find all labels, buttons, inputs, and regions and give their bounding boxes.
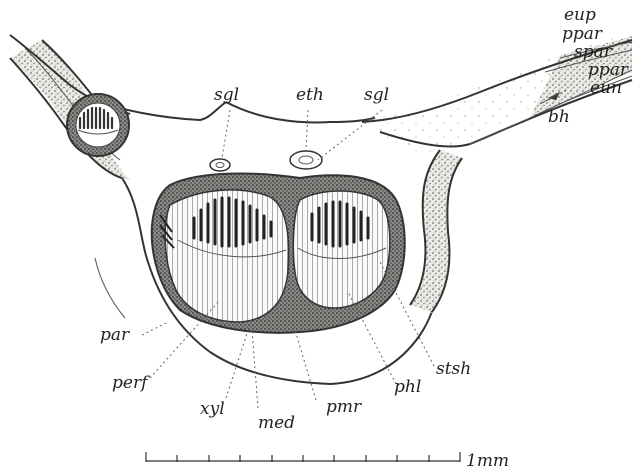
label-sgl-right: sgl	[364, 85, 389, 105]
label-stsh: stsh	[436, 359, 471, 379]
glands	[210, 151, 322, 171]
stele	[152, 174, 405, 333]
scale-bar: 1mm	[146, 451, 509, 471]
label-eun: eun	[590, 78, 622, 98]
scale-label: 1mm	[466, 451, 509, 471]
small-vascular-bundle	[67, 94, 129, 156]
label-perf: perf	[112, 373, 150, 393]
label-med: med	[258, 413, 295, 433]
label-bh: bh	[548, 107, 570, 127]
label-ppar-top: ppar	[562, 24, 603, 44]
label-xyl: xyl	[200, 399, 225, 419]
right-band	[410, 150, 462, 312]
label-pmr: pmr	[326, 397, 362, 417]
label-ppar-bottom: ppar	[588, 60, 629, 80]
label-sgl-left: sgl	[214, 85, 239, 105]
label-par: par	[100, 325, 130, 345]
label-eup: eup	[564, 5, 596, 25]
label-spar: spar	[574, 42, 613, 62]
label-phl: phl	[394, 377, 421, 397]
label-eth: eth	[296, 85, 324, 105]
